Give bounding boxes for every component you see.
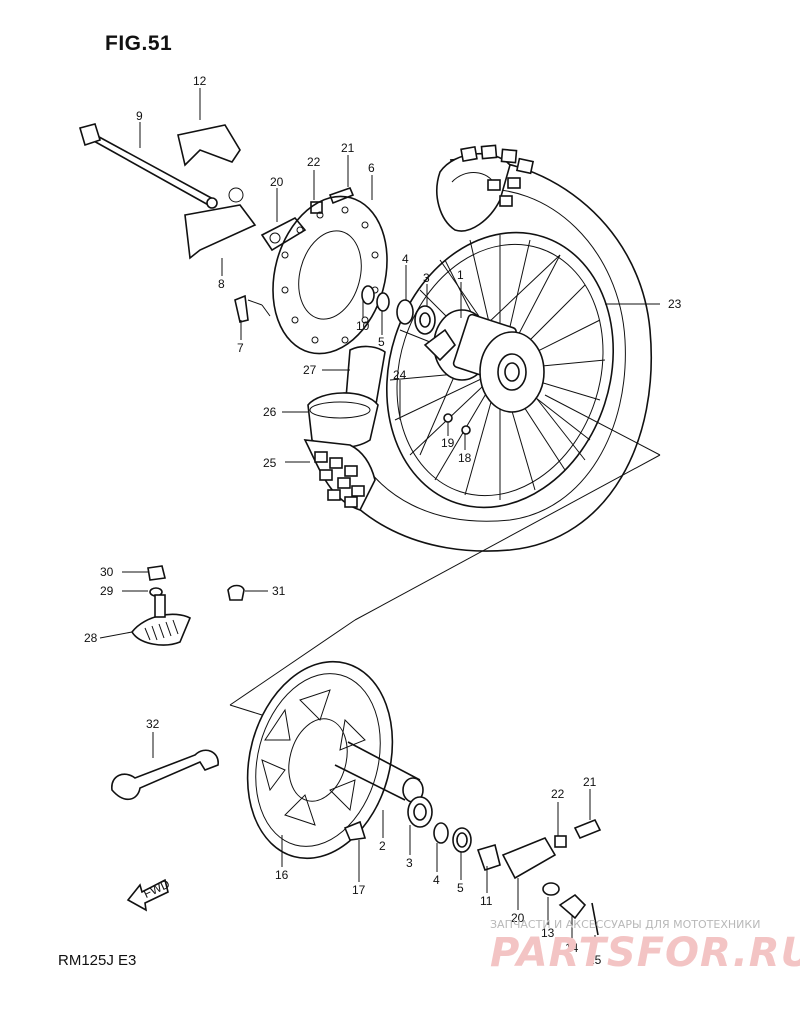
callout-5: 5	[378, 335, 385, 349]
callout-24: 24	[393, 368, 407, 382]
callout-27: 27	[303, 363, 317, 377]
callout-17: 17	[352, 883, 366, 897]
chain-puller	[260, 216, 307, 252]
callout-16: 16	[275, 868, 289, 882]
upper-bearing-set	[361, 285, 436, 335]
callout-5-lower: 5	[457, 881, 464, 895]
callout-22-lower: 22	[551, 787, 565, 801]
callout-32: 32	[146, 717, 160, 731]
rim-lock-parts	[131, 565, 245, 646]
callout-15: 15	[588, 953, 602, 967]
callout-11: 11	[480, 894, 493, 908]
callout-12: 12	[193, 74, 207, 88]
callout-4: 4	[402, 252, 409, 266]
rear-sprocket	[246, 660, 394, 860]
callout-13: 13	[541, 926, 555, 940]
callout-28: 28	[84, 631, 98, 645]
callout-26: 26	[263, 405, 277, 419]
callout-30: 30	[100, 565, 114, 579]
callout-4-lower: 4	[433, 873, 440, 887]
rim	[385, 231, 615, 509]
callout-1: 1	[457, 268, 464, 282]
rear-wheel-assembly	[319, 144, 652, 552]
disc-bolt	[234, 294, 249, 323]
brake-disc	[272, 195, 388, 355]
watermark-logo: PARTSFOR.RU	[490, 930, 800, 976]
callout-10: 10	[356, 319, 370, 333]
tire	[319, 158, 652, 552]
figure-title: FIG.51	[105, 32, 173, 55]
callout-14: 14	[565, 941, 579, 955]
callout-18: 18	[458, 451, 472, 465]
callout-6: 6	[368, 161, 375, 175]
part-number-labels: 12 9 22 21 6 20 4 3 1 23 8 10 5 7 27 24 …	[84, 74, 682, 967]
callout-21: 21	[341, 141, 355, 155]
bolt-upper	[328, 186, 355, 205]
callout-23: 23	[668, 297, 682, 311]
callout-3: 3	[423, 271, 430, 285]
callout-25: 25	[263, 456, 277, 470]
leader-lines	[99, 88, 660, 952]
axle-sleeve	[334, 741, 424, 803]
caliper-bracket	[177, 124, 241, 167]
watermark-subtitle: ЗАПЧАСТИ И АКСЕССУАРЫ ДЛЯ МОТОТЕХНИКИ	[490, 918, 761, 931]
callout-7: 7	[237, 341, 244, 355]
callout-9: 9	[136, 109, 143, 123]
callout-20-lower: 20	[511, 911, 525, 925]
callout-29: 29	[100, 584, 114, 598]
callout-8: 8	[218, 277, 225, 291]
axle	[79, 123, 218, 209]
callout-31: 31	[272, 584, 286, 598]
callout-2: 2	[379, 839, 386, 853]
chain-adjuster	[184, 204, 257, 260]
hub	[433, 309, 545, 413]
tube-and-rim-band	[307, 345, 386, 449]
callout-3-lower: 3	[406, 856, 413, 870]
fwd-arrow-icon: FWD	[126, 877, 172, 912]
callout-22: 22	[307, 155, 321, 169]
wrench	[111, 749, 219, 800]
lower-bearing-set	[343, 796, 602, 936]
tire-section	[303, 439, 376, 511]
callout-20: 20	[270, 175, 284, 189]
callout-19: 19	[441, 436, 455, 450]
callout-21-lower: 21	[583, 775, 597, 789]
model-code: RM125J E3	[58, 952, 137, 969]
